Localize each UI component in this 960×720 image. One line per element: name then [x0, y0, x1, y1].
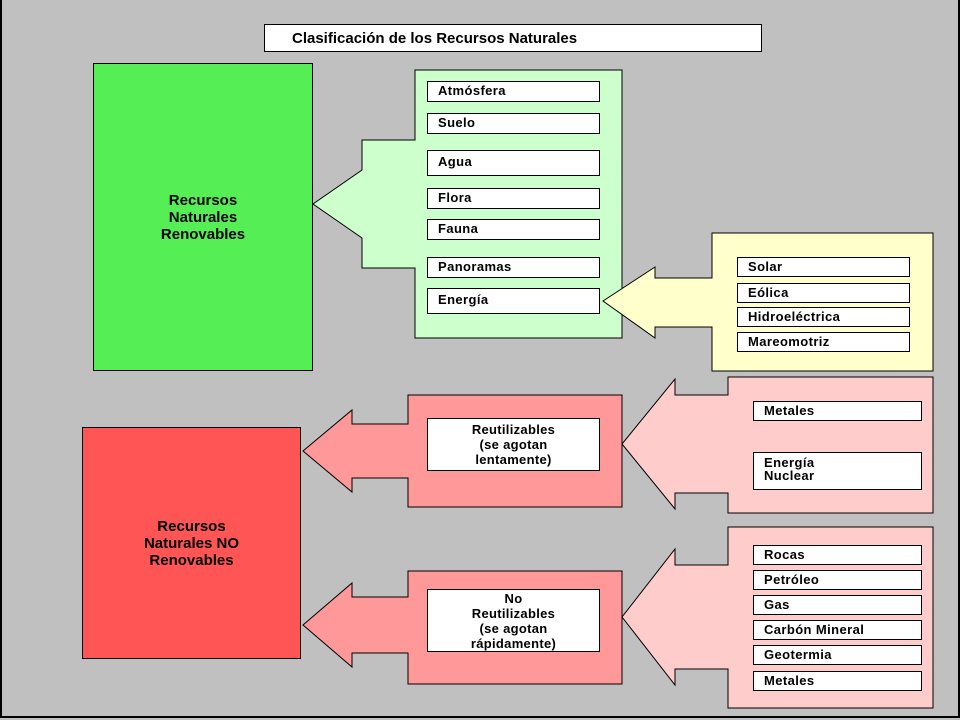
- diagram-title: Clasificación de los Recursos Naturales: [264, 24, 762, 52]
- renovable-item: Atmósfera: [427, 81, 600, 102]
- reutilizable-item: Metales: [753, 401, 922, 421]
- reutilizables-items-arrow-panel: [621, 376, 934, 514]
- renovable-item: Suelo: [427, 113, 600, 134]
- renovable-item: Flora: [427, 188, 600, 209]
- no-reutilizable-item: Rocas: [753, 545, 922, 565]
- renovable-item: Fauna: [427, 219, 600, 240]
- renovables-box: Recursos Naturales Renovables: [93, 63, 313, 371]
- no-reutilizable-item: Carbón Mineral: [753, 620, 922, 640]
- energia-item: Mareomotriz: [737, 332, 910, 352]
- reutilizable-item: Energía Nuclear: [753, 452, 922, 490]
- energia-item: Solar: [737, 257, 910, 277]
- reutilizables-box: Reutilizables (se agotan lentamente): [427, 418, 600, 471]
- renovable-item: Panoramas: [427, 257, 600, 278]
- energia-item: Hidroeléctrica: [737, 307, 910, 327]
- no-reutilizable-item: Petróleo: [753, 570, 922, 590]
- no-reutilizables-box: No Reutilizables (se agotan rápidamente): [427, 589, 600, 652]
- no-renovables-box: Recursos Naturales NO Renovables: [82, 427, 301, 659]
- renovable-item: Agua: [427, 150, 600, 176]
- no-reutilizable-item: Metales: [753, 671, 922, 691]
- renovable-item-energia: Energía: [427, 288, 600, 314]
- no-reutilizable-item: Gas: [753, 595, 922, 615]
- no-reutilizable-item: Geotermia: [753, 645, 922, 665]
- energia-item: Eólica: [737, 283, 910, 303]
